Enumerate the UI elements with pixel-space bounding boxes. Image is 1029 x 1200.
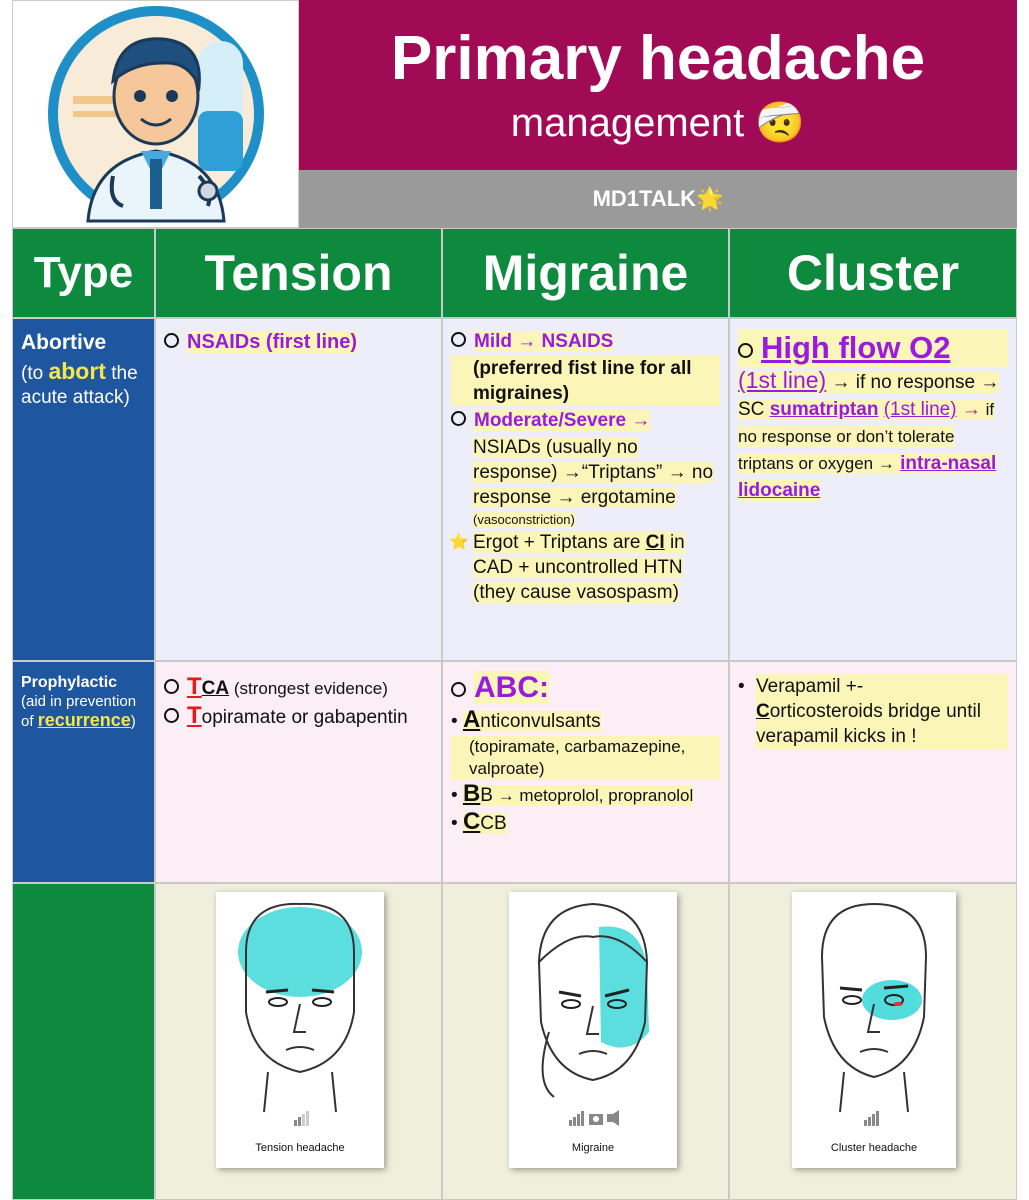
abortive-migraine-cell: Mild → NSAIDS (preferred fist line for a… <box>442 318 729 661</box>
bullet-circle-icon <box>164 333 179 349</box>
abortive-cluster-cell: High flow O2 (1st line) → if no response… <box>729 318 1017 661</box>
title-banner: Primary headache management 🤕 <box>299 0 1017 170</box>
abortive-label: Abortive <box>21 331 107 354</box>
doctor-logo <box>12 0 299 228</box>
col-header-tension: Tension <box>155 228 442 318</box>
col-header-cluster: Cluster <box>729 228 1017 318</box>
page-title: Primary headache <box>390 24 926 93</box>
row-label-images <box>12 883 155 1200</box>
migraine-image-cell: Migraine <box>442 883 729 1200</box>
row-label-abortive: Abortive (to abort the acute attack) <box>12 318 155 661</box>
prophylactic-tension-cell: TCA (strongest evidence) Topiramate or g… <box>155 661 442 883</box>
abortive-tension-cell: NSAIDs (first line) <box>155 318 442 661</box>
migraine-illustration: Migraine <box>509 892 677 1168</box>
prophylactic-cluster-cell: • Verapamil +-Corticosteroids bridge unt… <box>729 661 1017 883</box>
subtitle-text: management <box>510 101 745 145</box>
recurrence-keyword: recurrence <box>37 710 131 730</box>
cluster-caption: Cluster headache <box>830 1142 918 1154</box>
abort-keyword: abort <box>48 358 106 384</box>
bullet-circle-icon <box>451 682 466 698</box>
header: Primary headache management 🤕 MD1TALK🌟 <box>0 0 1029 228</box>
prophylactic-label: Prophylactic <box>21 674 118 691</box>
migraine-caption: Migraine <box>571 1142 615 1154</box>
prophylactic-migraine-cell: ABC: • Anticonvulsants (topiramate, carb… <box>442 661 729 883</box>
migraine-face-icon <box>537 902 649 1126</box>
bullet-circle-icon <box>451 411 466 427</box>
col-header-type: Type <box>12 228 155 318</box>
tension-caption: Tension headache <box>255 1142 345 1154</box>
brand-name: MD1TALK <box>592 186 697 211</box>
abortive-desc: (to abort the acute attack) <box>21 358 138 408</box>
doctor-avatar-icon <box>48 6 264 223</box>
tension-face-icon <box>238 902 362 1126</box>
bullet-circle-icon <box>164 708 179 724</box>
col-header-migraine: Migraine <box>442 228 729 318</box>
page-subtitle: management 🤕 <box>299 100 1017 146</box>
star-icon: 🌟 <box>696 186 724 211</box>
cluster-headache-illustration: Cluster headache <box>792 892 956 1168</box>
bullet-circle-icon <box>164 679 179 695</box>
row-label-prophylactic: Prophylactic (aid in prevention of recur… <box>12 661 155 883</box>
star-icon: ⭐ <box>449 534 469 551</box>
cluster-image-cell: Cluster headache <box>729 883 1017 1200</box>
bullet-dot-icon: • <box>738 676 745 697</box>
bullet-circle-icon <box>451 332 466 348</box>
tension-headache-illustration: Tension headache <box>216 892 384 1168</box>
tension-image-cell: Tension headache <box>155 883 442 1200</box>
bandaged-face-icon: 🤕 <box>755 101 806 145</box>
tension-abortive-text: NSAIDs (first line) <box>187 331 358 353</box>
prophylactic-desc: (aid in prevention of recurrence) <box>21 693 137 730</box>
management-table: Type Tension Migraine Cluster Abortive (… <box>12 228 1017 1200</box>
bullet-circle-icon <box>738 343 753 359</box>
brand-banner: MD1TALK🌟 <box>299 170 1017 228</box>
cluster-face-icon <box>820 902 928 1126</box>
